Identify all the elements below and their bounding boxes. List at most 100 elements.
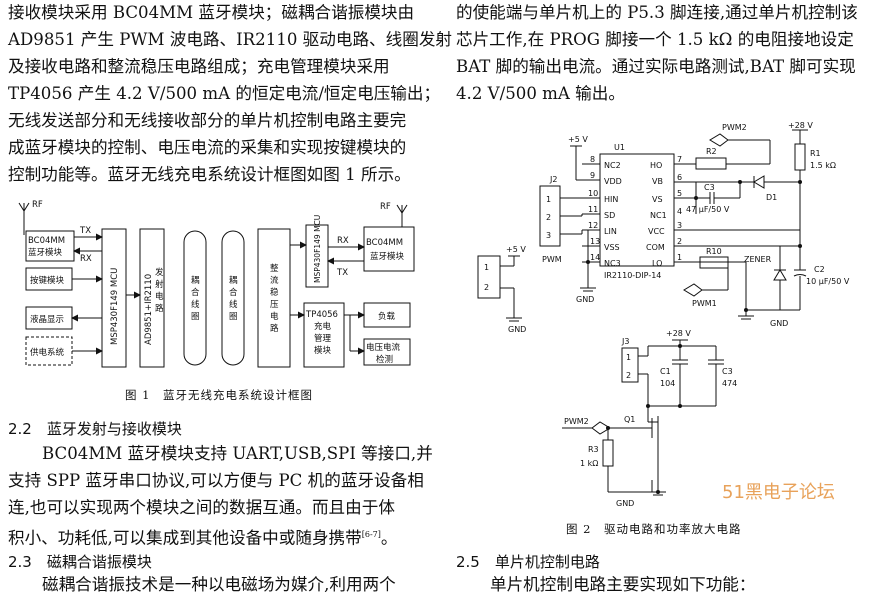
rf-left-label: RF [32, 200, 43, 210]
coil1-char: 合 [191, 287, 200, 298]
pin-number: 10 [588, 189, 598, 198]
figure1-caption: 图 1 蓝牙无线充电系统设计框图 [125, 388, 313, 402]
charger-line1: TP4056 [305, 310, 338, 320]
conn-pin: 2 [484, 283, 489, 292]
conn-pin: 2 [546, 213, 551, 222]
gnd-label: GND [616, 499, 634, 508]
charger-line2: 充电 [314, 321, 332, 332]
c3b-value: 474 [722, 379, 737, 388]
driver-label-1: AD9851+IR2110 [144, 274, 154, 345]
r10-label: R10 [706, 247, 722, 256]
pin-number: 9 [590, 171, 595, 180]
zener-label: ZENER [744, 255, 772, 264]
text-line: 无线发送部分和无线接收部分的单片机控制电路主要完 [8, 111, 407, 130]
pin-number: 11 [588, 205, 598, 214]
coil2-char: 线 [229, 299, 238, 310]
driver-char: 射 [155, 279, 164, 290]
pin-name: SD [604, 211, 615, 220]
charger-line3: 管理 [314, 333, 332, 344]
driver-char: 路 [155, 303, 164, 314]
text-line: 磁耦合谐振技术是一种以电磁场为媒介,利用两个 [42, 575, 396, 594]
coil2-char: 耦 [229, 276, 238, 286]
plus28-b-label: +28 V [666, 329, 691, 338]
text-line: 成蓝牙模块的控制、电压电流的采集和实现按键模块的 [8, 138, 407, 157]
load-label: 负载 [378, 311, 396, 322]
c2-label: C2 [814, 265, 825, 274]
pin-name: NC1 [650, 211, 667, 220]
figure2-caption: 图 2 驱动电路和功率放大电路 [566, 522, 742, 536]
pin-name: VDD [604, 177, 622, 186]
figure1-block-diagram: RF RF BC04MM 蓝牙模块 TX RX 按键模块 液晶显示 供电系统 M… [18, 200, 415, 368]
pwm2-b-label: PWM2 [564, 417, 589, 426]
pwm-label: PWM [542, 255, 562, 264]
pin-name: VCC [648, 227, 665, 236]
pin-number: 7 [677, 155, 682, 164]
citation: [6-7] [361, 530, 381, 539]
pin-name: COM [646, 243, 665, 252]
r2-label: R2 [706, 147, 717, 156]
pin-name: NC2 [604, 161, 621, 170]
j2-label: J2 [549, 175, 557, 184]
section-heading-2-3: 2.3 磁耦合谐振模块 [8, 553, 152, 571]
bt-right-line1: BC04MM [366, 238, 403, 248]
mcu1-label: MSP430F149 MCU [110, 268, 120, 345]
coil1-char: 圈 [191, 312, 200, 322]
q1-label: Q1 [624, 415, 635, 424]
pin-number: 6 [677, 173, 682, 182]
pin-number: 12 [588, 221, 598, 230]
rx-label: RX [80, 254, 92, 264]
pin-name: LIN [604, 227, 617, 236]
figure2-circuit-schematic: +5 V U1 PWM2 R2 +28 V R1 1.5 kΩ C3 47 μF… [477, 121, 850, 508]
text-span: 。 [380, 528, 398, 548]
coil2-char: 合 [229, 287, 238, 298]
rect-char: 电 [270, 311, 279, 322]
vcc5-mid-label: +5 V [506, 245, 526, 254]
text-line: BAT 脚的输出电流。通过实际电路测试,BAT 脚可实现 [456, 57, 856, 76]
r1-label: R1 [810, 149, 821, 158]
text-line: 接收模块采用 BC04MM 蓝牙模块；磁耦合谐振模块由 [8, 3, 415, 22]
conn-pin: 1 [546, 195, 551, 204]
tx2-label: TX [336, 268, 348, 278]
r3-value: 1 kΩ [580, 459, 598, 468]
watermark-text: 51黑电子论坛 [722, 482, 835, 503]
charger-line4: 模块 [314, 345, 332, 356]
rect-char: 路 [270, 323, 279, 334]
bt-right-line2: 蓝牙模块 [370, 251, 405, 262]
bt-left-line1: BC04MM [28, 236, 65, 246]
detect-line2: 检测 [376, 354, 393, 365]
gnd-label: GND [576, 295, 594, 304]
pin-number: 5 [677, 189, 682, 198]
tx-label: TX [79, 226, 91, 236]
driver-char: 发 [155, 267, 164, 278]
pin-name: LO [652, 259, 662, 268]
gnd-label: GND [508, 325, 526, 334]
pwm1-label: PWM1 [692, 299, 717, 308]
pin-name: HIN [604, 195, 618, 204]
pin-number: 3 [677, 221, 682, 230]
pin-number: 8 [590, 155, 595, 164]
rect-char: 压 [270, 300, 279, 310]
text-line: 及接收电路和整流稳压电路组成；充电管理模块采用 [8, 57, 390, 76]
power-label: 供电系统 [30, 347, 65, 358]
conn-pin: 3 [546, 231, 551, 240]
j3-label: J3 [621, 337, 629, 346]
lcd-label: 液晶显示 [30, 314, 64, 325]
c3b-label: C3 [722, 367, 733, 376]
conn-pin: 2 [626, 371, 631, 380]
c1-label: C1 [660, 367, 671, 376]
pwm2-label: PWM2 [722, 123, 747, 132]
plus28-label: +28 V [788, 121, 813, 130]
text-line: 单片机控制电路主要实现如下功能： [490, 575, 756, 594]
pin-number: 2 [677, 237, 682, 246]
pin-number: 13 [590, 237, 600, 246]
pin-number: 4 [677, 207, 682, 216]
text-line: 支持 SPP 蓝牙串口协议,可以方便与 PC 机的蓝牙设备相 [8, 471, 424, 490]
text-span: 积小、功耗低,可以集成到其他设备中或随身携带 [8, 528, 362, 548]
text-line: BC04MM 蓝牙模块支持 UART,USB,SPI 等接口,并 [42, 444, 433, 463]
r1-value: 1.5 kΩ [810, 161, 836, 170]
pin-number: 1 [677, 253, 682, 262]
mcu2-label: MSP430F149 MCU [313, 215, 322, 283]
section-heading-2-2: 2.2 蓝牙发射与接收模块 [8, 420, 182, 438]
rect-char: 稳 [270, 287, 279, 298]
text-line: 的使能端与单片机上的 P5.3 脚连接,通过单片机控制该 [456, 3, 858, 22]
